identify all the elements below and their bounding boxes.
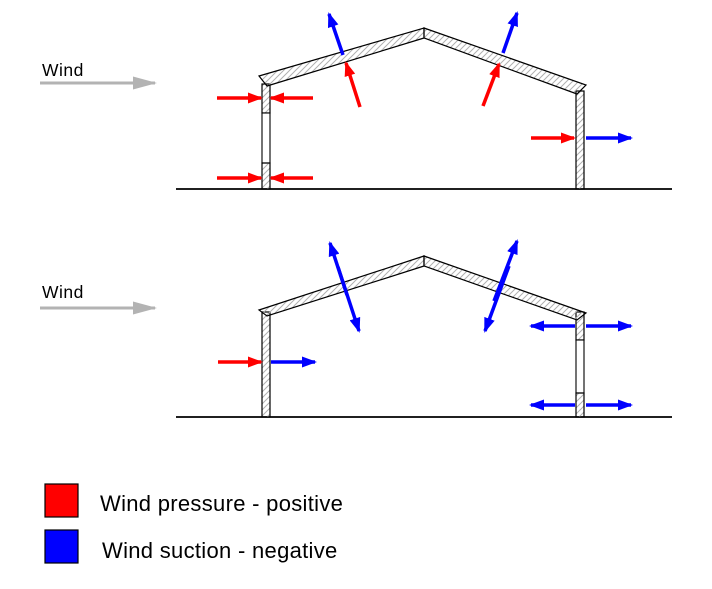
windward-wall: [261, 311, 271, 418]
suction-arrow-left-roof-internal: [336, 266, 361, 333]
legend: Wind pressure - positive Wind suction - …: [44, 483, 343, 564]
pressure-arrow-left-roof-internal: [344, 61, 362, 108]
roof-right-slope: [423, 255, 588, 321]
load-arrows: [218, 239, 633, 411]
windward-wall-opening: [261, 112, 271, 164]
leeward-wall: [575, 90, 585, 190]
wind-label: Wind: [42, 60, 84, 80]
diagram-leeward-openings: Wind: [40, 239, 672, 418]
roof-left-slope: [257, 27, 425, 87]
suction-arrow-right-roof-internal: [483, 265, 511, 333]
legend-swatch-pressure: [44, 483, 79, 518]
legend-swatch-suction: [44, 529, 79, 564]
load-arrows: [217, 11, 633, 184]
pressure-arrow-right-roof-internal: [481, 62, 501, 107]
roof-right-slope: [423, 27, 588, 95]
suction-arrow-right-roof-external: [501, 11, 519, 54]
leeward-wall-bottom-segment: [575, 392, 585, 418]
roof-left-slope: [257, 255, 425, 317]
windward-wall-top-segment: [261, 83, 271, 114]
leeward-wall-opening: [575, 339, 585, 394]
diagram-windward-openings: Wind: [40, 11, 672, 190]
legend-label-pressure: Wind pressure - positive: [100, 491, 343, 516]
legend-label-suction: Wind suction - negative: [102, 538, 338, 563]
suction-arrow-left-roof-external: [327, 12, 345, 56]
wind-label: Wind: [42, 282, 84, 302]
windward-wall-bottom-segment: [261, 162, 271, 190]
